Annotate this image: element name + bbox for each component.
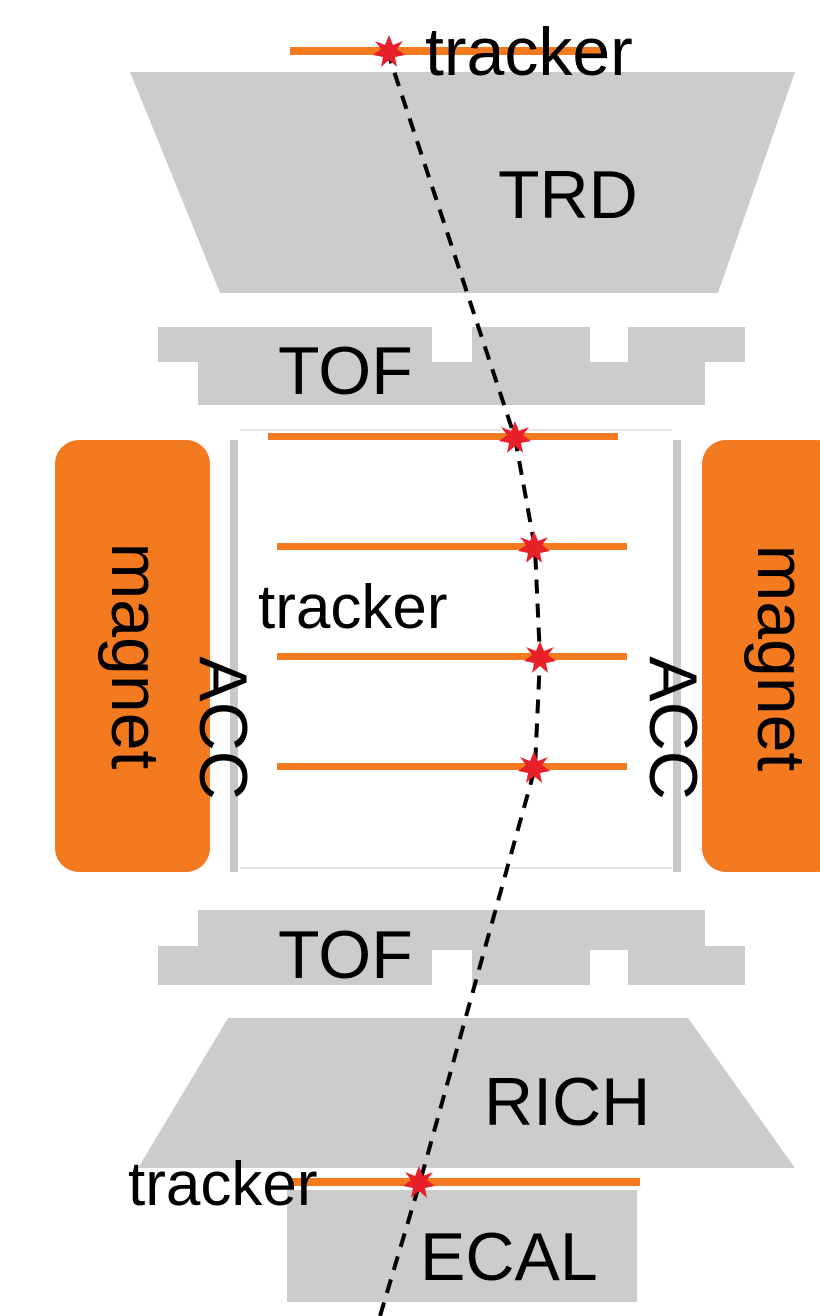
tracker-plane-top bbox=[290, 47, 606, 55]
hit-marker-1 bbox=[499, 421, 531, 453]
label-tracker-top: tracker bbox=[425, 14, 633, 90]
label-acc-left: ACC bbox=[185, 656, 261, 800]
hit-marker-bottom bbox=[403, 1166, 435, 1198]
label-ecal: ECAL bbox=[420, 1219, 598, 1295]
tof-upper-detector bbox=[158, 327, 745, 405]
trd-detector bbox=[130, 72, 795, 293]
tracker-plane-2 bbox=[277, 543, 627, 550]
tof-lower-detector bbox=[158, 910, 745, 985]
hit-marker-3 bbox=[524, 641, 556, 673]
tracker-plane-3 bbox=[277, 653, 627, 660]
hit-marker-2 bbox=[518, 531, 550, 563]
label-rich: RICH bbox=[484, 1064, 650, 1140]
label-magnet-left: magnet bbox=[97, 543, 173, 770]
magnet-left bbox=[55, 440, 210, 872]
hit-marker-top bbox=[373, 35, 405, 67]
tracker-plane-1 bbox=[268, 433, 618, 440]
label-tof-upper: TOF bbox=[278, 333, 413, 409]
label-tracker-mid: tracker bbox=[258, 573, 447, 642]
label-tracker-bottom: tracker bbox=[128, 1150, 317, 1219]
hit-marker-4 bbox=[518, 751, 550, 783]
rich-detector bbox=[138, 1018, 795, 1168]
magnet-right bbox=[702, 440, 820, 872]
acc-right-bar bbox=[673, 440, 681, 872]
tracker-plane-bottom bbox=[290, 1178, 640, 1186]
acc-left-bar bbox=[230, 440, 238, 872]
label-trd: TRD bbox=[498, 157, 638, 233]
label-acc-right: ACC bbox=[635, 656, 711, 800]
label-tof-lower: TOF bbox=[278, 917, 413, 993]
tracker-plane-4 bbox=[277, 763, 627, 770]
ecal-detector bbox=[287, 1190, 637, 1302]
label-magnet-right: magnet bbox=[743, 545, 819, 772]
